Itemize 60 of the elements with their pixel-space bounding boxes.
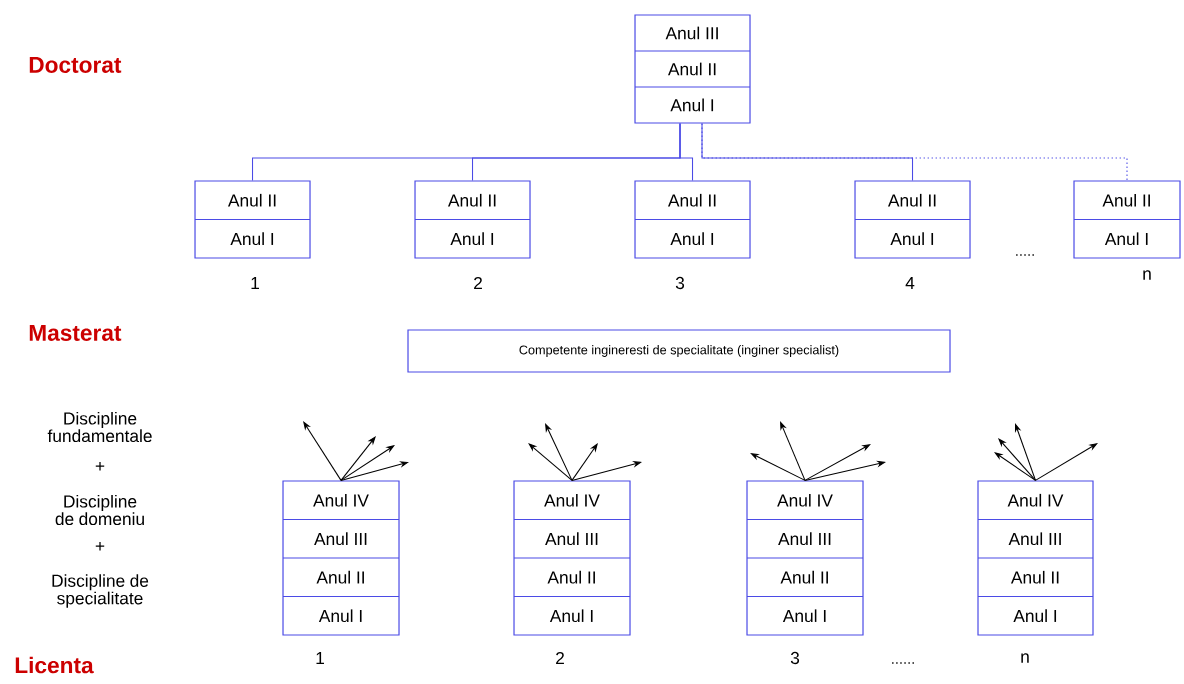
- box-number: 1: [251, 277, 259, 289]
- node-label: Anul IV: [777, 493, 833, 507]
- year-stack-box: Anul II Anul I: [414, 180, 531, 259]
- arrow: [1034, 443, 1098, 481]
- discipline-text: Discipline fundamentale: [47, 411, 152, 443]
- node-label: Anul I: [782, 609, 826, 623]
- arrow: [340, 445, 395, 481]
- node-label: Anul I: [318, 609, 362, 623]
- box-number: 2: [556, 651, 564, 665]
- box-number: 1: [316, 652, 324, 664]
- arrow: [998, 438, 1037, 481]
- level-heading: Doctorat: [29, 57, 122, 73]
- node-label: Anul III: [778, 532, 831, 546]
- node-label: Anul IV: [1007, 493, 1064, 507]
- year-stack-box: Anul II Anul I: [854, 180, 971, 259]
- discipline-text: +: [95, 542, 105, 551]
- node-label: Anul III: [314, 532, 367, 546]
- arrow: [303, 421, 342, 481]
- node-label: Anul III: [1008, 532, 1061, 546]
- node-label: Anul II: [547, 570, 595, 584]
- discipline-text: +: [95, 462, 105, 471]
- year-stack-box: Anul II Anul I: [634, 180, 751, 259]
- discipline-text: Discipline de domeniu: [55, 494, 144, 526]
- ellipsis-dots: .....: [1016, 254, 1034, 256]
- node-label: Anul II: [780, 570, 828, 584]
- discipline-text: Discipline de specialitate: [52, 574, 149, 608]
- arrow: [571, 443, 598, 481]
- connector-line: [701, 123, 1128, 181]
- node-label: Anul III: [545, 532, 598, 546]
- level-heading: Licenta: [15, 656, 94, 674]
- box-number: n: [1021, 653, 1029, 663]
- node-label: Anul IV: [313, 493, 369, 507]
- node-label: Anul I: [549, 609, 593, 623]
- year-stack-box: Anul III Anul II Anul I: [634, 14, 751, 124]
- competence-box: Competente ingineresti de specialitate (inginer specialist): [407, 329, 951, 373]
- ellipsis-dots: ......: [892, 662, 914, 664]
- connector-line: [701, 123, 914, 181]
- arrow: [545, 423, 573, 481]
- arrow: [528, 443, 573, 481]
- arrow: [994, 452, 1037, 481]
- year-stack-box: Anul IV Anul III Anul II Anul I: [282, 480, 400, 636]
- arrow: [804, 444, 871, 481]
- node-label: Anul IV: [544, 493, 600, 507]
- year-stack-box: Anul IV Anul III Anul II Anul I: [746, 480, 864, 636]
- year-stack-box: Anul II Anul I: [194, 180, 311, 259]
- box-number: 3: [790, 651, 800, 665]
- node-label: Anul I: [1013, 609, 1057, 623]
- node-label: Anul II: [1010, 570, 1059, 584]
- level-heading: Masterat: [29, 325, 122, 341]
- year-stack-box: Anul IV Anul III Anul II Anul I: [513, 480, 631, 636]
- box-number: 3: [675, 276, 685, 290]
- node-label: Anul II: [316, 570, 364, 584]
- connector-line: [679, 123, 694, 181]
- arrow: [780, 421, 806, 481]
- box-number: 2: [474, 276, 482, 290]
- arrow: [750, 453, 806, 481]
- box-number: n: [1143, 270, 1151, 280]
- arrow: [340, 436, 376, 481]
- arrow: [1014, 423, 1037, 481]
- box-number: 4: [905, 277, 915, 289]
